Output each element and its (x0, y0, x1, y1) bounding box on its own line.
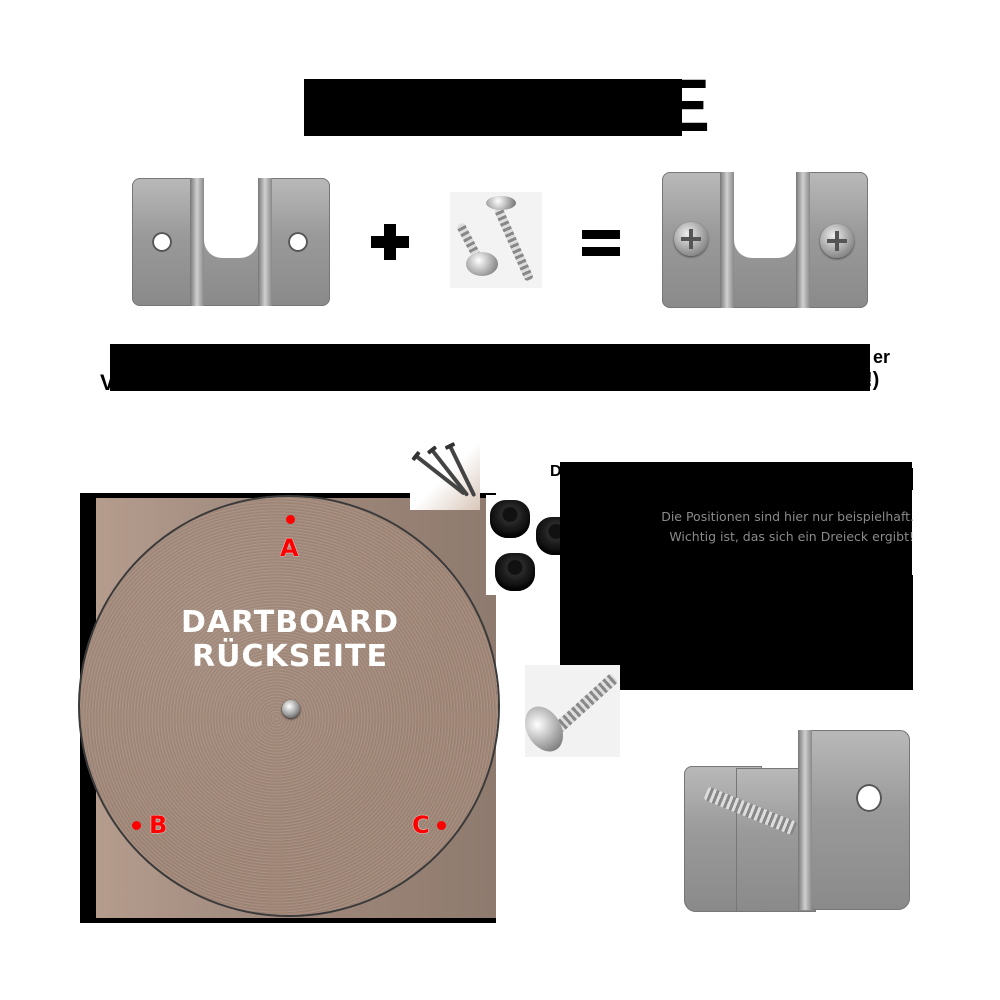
bracket-plain-image (132, 178, 330, 306)
subtitle-redaction-bar (110, 344, 870, 391)
rubber-bumper-icon (490, 500, 530, 538)
screw-head-icon (466, 252, 498, 276)
bracket-hole-left (152, 232, 172, 252)
subtitle-fragment-end-1: er (873, 347, 891, 367)
equals-icon (582, 230, 620, 256)
title-redaction-bar (304, 79, 682, 136)
nails-image (410, 440, 480, 510)
info-heading-fragment: D (550, 463, 562, 480)
info-note-line1: Die Positionen sind hier nur beispielhaf… (661, 509, 914, 524)
mounting-screw-image (517, 665, 620, 759)
bracket-with-screws-image (662, 172, 868, 308)
info-note-line2: Wichtig ist, das sich ein Dreieck ergibt… (669, 529, 914, 544)
marker-c-dot (437, 821, 446, 830)
plus-icon (371, 224, 409, 260)
screws-pair-image (450, 192, 542, 288)
phillips-screw-icon (820, 224, 854, 258)
screw-head-icon (486, 196, 516, 210)
marker-b-label: B (149, 811, 168, 839)
info-edge-fragment (910, 575, 913, 690)
info-note: Die Positionen sind hier nur beispielhaf… (661, 507, 914, 547)
board-title-line1: DARTBOARD (180, 605, 400, 640)
board-title: DARTBOARD RÜCKSEITE (150, 606, 430, 674)
rubber-bumper-icon (495, 553, 535, 591)
marker-a-label: A (280, 534, 299, 562)
screw-icon (493, 206, 534, 282)
marker-b-dot (132, 821, 141, 830)
info-edge-fragment (910, 468, 913, 490)
marker-a-dot (286, 515, 295, 524)
phillips-screw-icon (674, 222, 708, 256)
board-title-line2: RÜCKSEITE (192, 639, 388, 674)
bracket-side-view-image (678, 728, 914, 918)
bracket-hole-right (288, 232, 308, 252)
bracket-hole (856, 784, 882, 812)
info-redaction-bar (560, 462, 912, 690)
marker-c-label: C (412, 811, 430, 839)
center-screw-icon (282, 700, 300, 718)
